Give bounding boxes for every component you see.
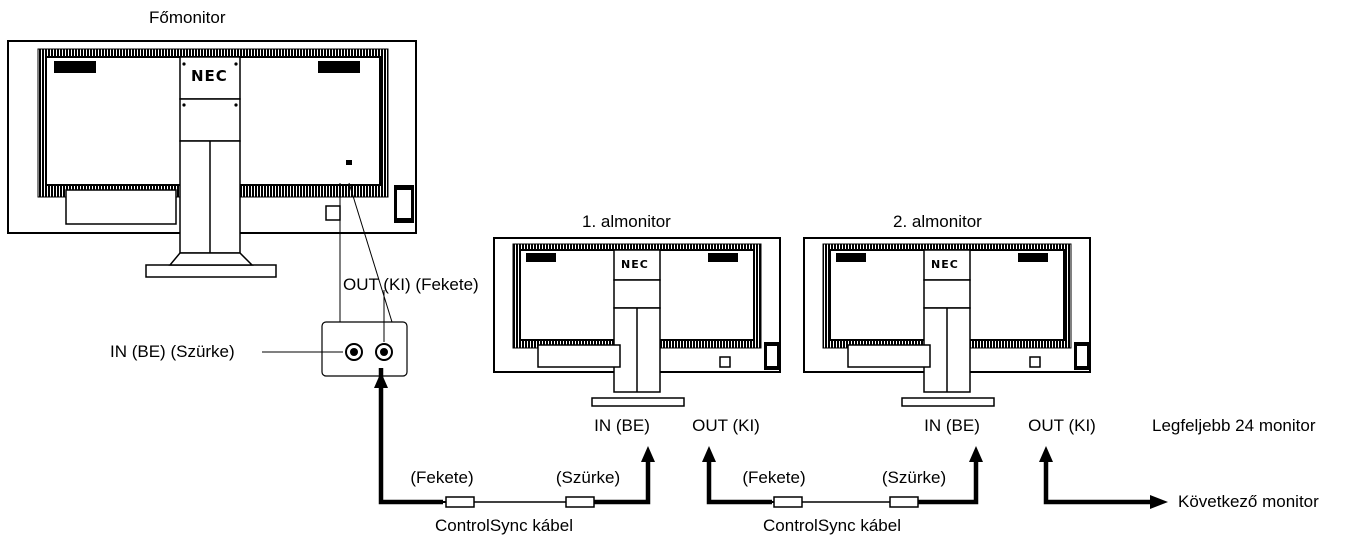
sub-2-in-label: IN (BE) bbox=[924, 416, 980, 435]
arrow-head bbox=[702, 446, 716, 462]
brand-logo-main: NEC bbox=[191, 67, 228, 85]
main-monitor-logo-plate bbox=[179, 56, 241, 100]
sub-monitor-2-handle-left bbox=[836, 253, 866, 262]
sub-monitor-1-label: 1. almonitor bbox=[582, 212, 671, 231]
sub-2-out-label: OUT (KI) bbox=[1028, 416, 1096, 435]
next-monitor-label: Következő monitor bbox=[1178, 492, 1319, 511]
sub-monitor-1-handle-right bbox=[708, 253, 738, 262]
cable-1-wire bbox=[378, 368, 443, 505]
cable-2-wire bbox=[706, 460, 772, 505]
main-monitor-handle-right bbox=[318, 61, 360, 73]
in-port-label: IN (BE) (Szürke) bbox=[110, 342, 235, 361]
main-monitor-handle-left bbox=[54, 61, 96, 73]
max-monitors-note: Legfeljebb 24 monitor bbox=[1152, 416, 1316, 435]
sub-monitor-1-logo-plate bbox=[613, 249, 661, 281]
cable-2-black-label: (Fekete) bbox=[742, 468, 806, 487]
sub-monitor-2-bottom-strip bbox=[847, 344, 931, 368]
sub-monitor-1-stand-base bbox=[591, 397, 685, 407]
sub-1-in-label: IN (BE) bbox=[594, 416, 650, 435]
arrow-head bbox=[374, 372, 388, 388]
main-monitor-screw bbox=[234, 62, 238, 66]
main-monitor-stand-mount bbox=[179, 98, 241, 142]
next-monitor-connector bbox=[1039, 446, 1168, 509]
arrow-head bbox=[969, 446, 983, 462]
port-panel bbox=[321, 321, 408, 377]
sub-monitor-2-stand-base bbox=[901, 397, 995, 407]
controlsync-cable-2 bbox=[702, 446, 983, 508]
port-callout bbox=[262, 182, 408, 377]
out-port-label: OUT (KI) (Fekete) bbox=[343, 275, 479, 294]
main-monitor-screw bbox=[182, 103, 186, 107]
sub-monitor-1 bbox=[493, 237, 781, 407]
sub-monitor-1-port-box bbox=[719, 356, 731, 368]
cable-2-plug-gray bbox=[889, 496, 919, 508]
cable-2-plug-black bbox=[773, 496, 803, 508]
main-monitor-bottom-strip bbox=[65, 189, 177, 225]
cable-1-name-label: ControlSync kábel bbox=[435, 516, 573, 535]
sub-monitor-2-label: 2. almonitor bbox=[893, 212, 982, 231]
controlsync-cable-1 bbox=[374, 368, 655, 508]
main-monitor-screw bbox=[182, 62, 186, 66]
sub-monitor-2-port-box bbox=[1029, 356, 1041, 368]
cable-2-name-label: ControlSync kábel bbox=[763, 516, 901, 535]
main-monitor-stand-base bbox=[145, 264, 277, 278]
arrow-head bbox=[1150, 495, 1168, 509]
cable-2-gray-label: (Szürke) bbox=[881, 468, 947, 487]
main-monitor-indicator bbox=[346, 160, 352, 165]
brand-logo-sub-1: NEC bbox=[621, 258, 649, 271]
main-monitor-port-box bbox=[325, 205, 341, 221]
sub-monitor-2-handle-right bbox=[1018, 253, 1048, 262]
sub-monitor-1-handle-left bbox=[526, 253, 556, 262]
brand-logo-sub-2: NEC bbox=[931, 258, 959, 271]
main-monitor-label: Főmonitor bbox=[149, 8, 226, 27]
cable-1-plug-black bbox=[445, 496, 475, 508]
sub-1-out-label: OUT (KI) bbox=[692, 416, 760, 435]
cable-1-gray-label: (Szürke) bbox=[555, 468, 621, 487]
arrow-head bbox=[641, 446, 655, 462]
cable-1-plug-gray bbox=[565, 496, 595, 508]
sub-monitor-2 bbox=[803, 237, 1091, 407]
main-monitor bbox=[7, 40, 417, 278]
main-monitor-screw bbox=[234, 103, 238, 107]
arrow-head bbox=[1039, 446, 1053, 462]
callout-line bbox=[348, 182, 393, 323]
sub-monitor-1-bottom-strip bbox=[537, 344, 621, 368]
sub-monitor-2-stand-mount bbox=[923, 279, 971, 309]
cable-1-black-label: (Fekete) bbox=[410, 468, 474, 487]
sub-monitor-2-logo-plate bbox=[923, 249, 971, 281]
sub-monitor-1-stand-mount bbox=[613, 279, 661, 309]
